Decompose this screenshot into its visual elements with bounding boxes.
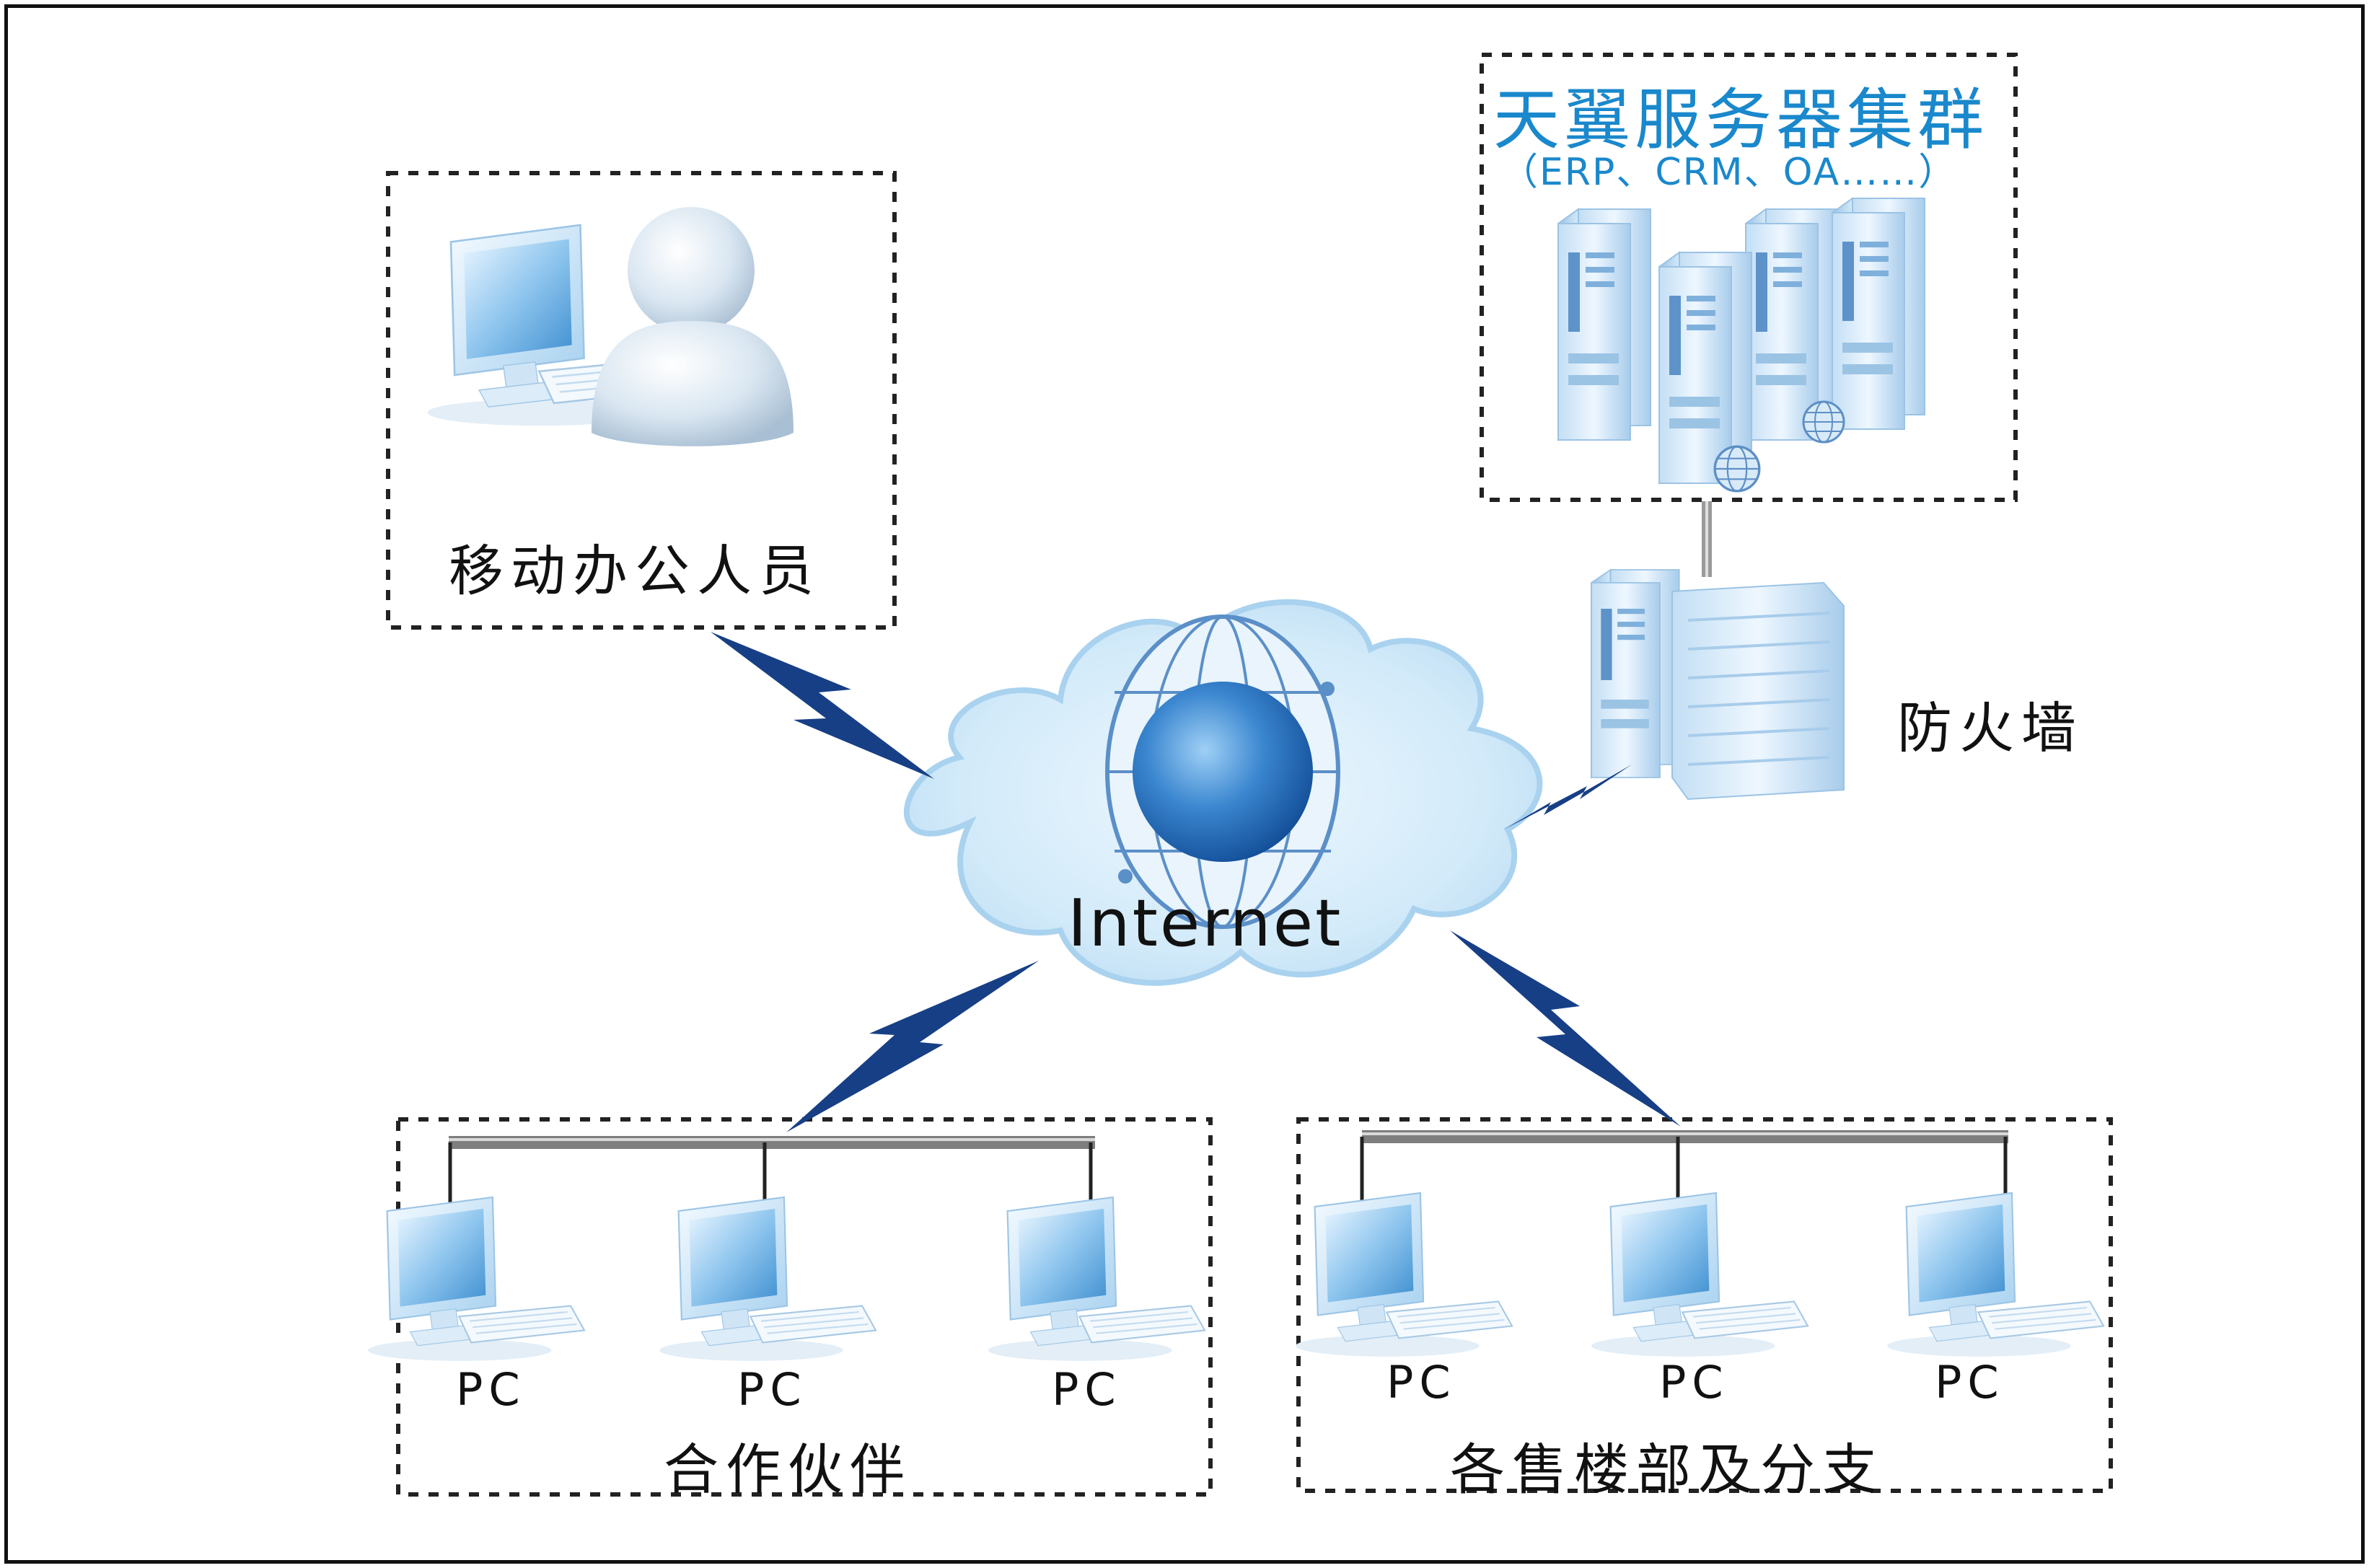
branch-pc-2-icon <box>1591 1192 1809 1357</box>
server-cluster-icon <box>1557 198 1925 493</box>
partner-pc-2-icon <box>659 1196 877 1362</box>
branch-pc-1-label: PC <box>1386 1356 1456 1409</box>
diagram-frame <box>4 4 2365 1564</box>
partners-label: 合作伙伴 <box>664 1437 912 1502</box>
server-cluster-title: 天翼服务器集群 <box>1493 82 1989 159</box>
branches-lan <box>1360 1130 2008 1203</box>
partner-pc-3-icon <box>988 1196 1206 1362</box>
lightning-icon <box>711 632 1681 1132</box>
branch-pc-1-icon <box>1295 1192 1513 1357</box>
internet-label: Internet <box>1068 886 1343 961</box>
partner-pc-1-label: PC <box>456 1363 526 1416</box>
mobile-office-label: 移动办公人员 <box>449 539 821 603</box>
user-icon <box>592 207 794 446</box>
firewall-label: 防火墙 <box>1897 696 2083 760</box>
branches-box <box>1296 1117 2113 1493</box>
firewall-icon <box>1591 569 1845 801</box>
globe-icon <box>1105 615 1340 929</box>
branch-pc-3-label: PC <box>1935 1356 2005 1409</box>
server-cluster-box <box>1480 53 2018 502</box>
branch-pc-2-label: PC <box>1659 1356 1729 1409</box>
mobile-office-box <box>386 171 897 630</box>
partner-pc-2-label: PC <box>737 1363 807 1416</box>
branches-label: 各售楼部及分支 <box>1450 1437 1884 1502</box>
partner-pc-3-label: PC <box>1052 1363 1122 1416</box>
partners-lan <box>448 1136 1095 1208</box>
server-cluster-subtitle: （ERP、CRM、OA……） <box>1500 151 1958 194</box>
branch-pc-3-icon <box>1886 1192 2105 1357</box>
partner-pc-1-icon <box>367 1196 586 1362</box>
